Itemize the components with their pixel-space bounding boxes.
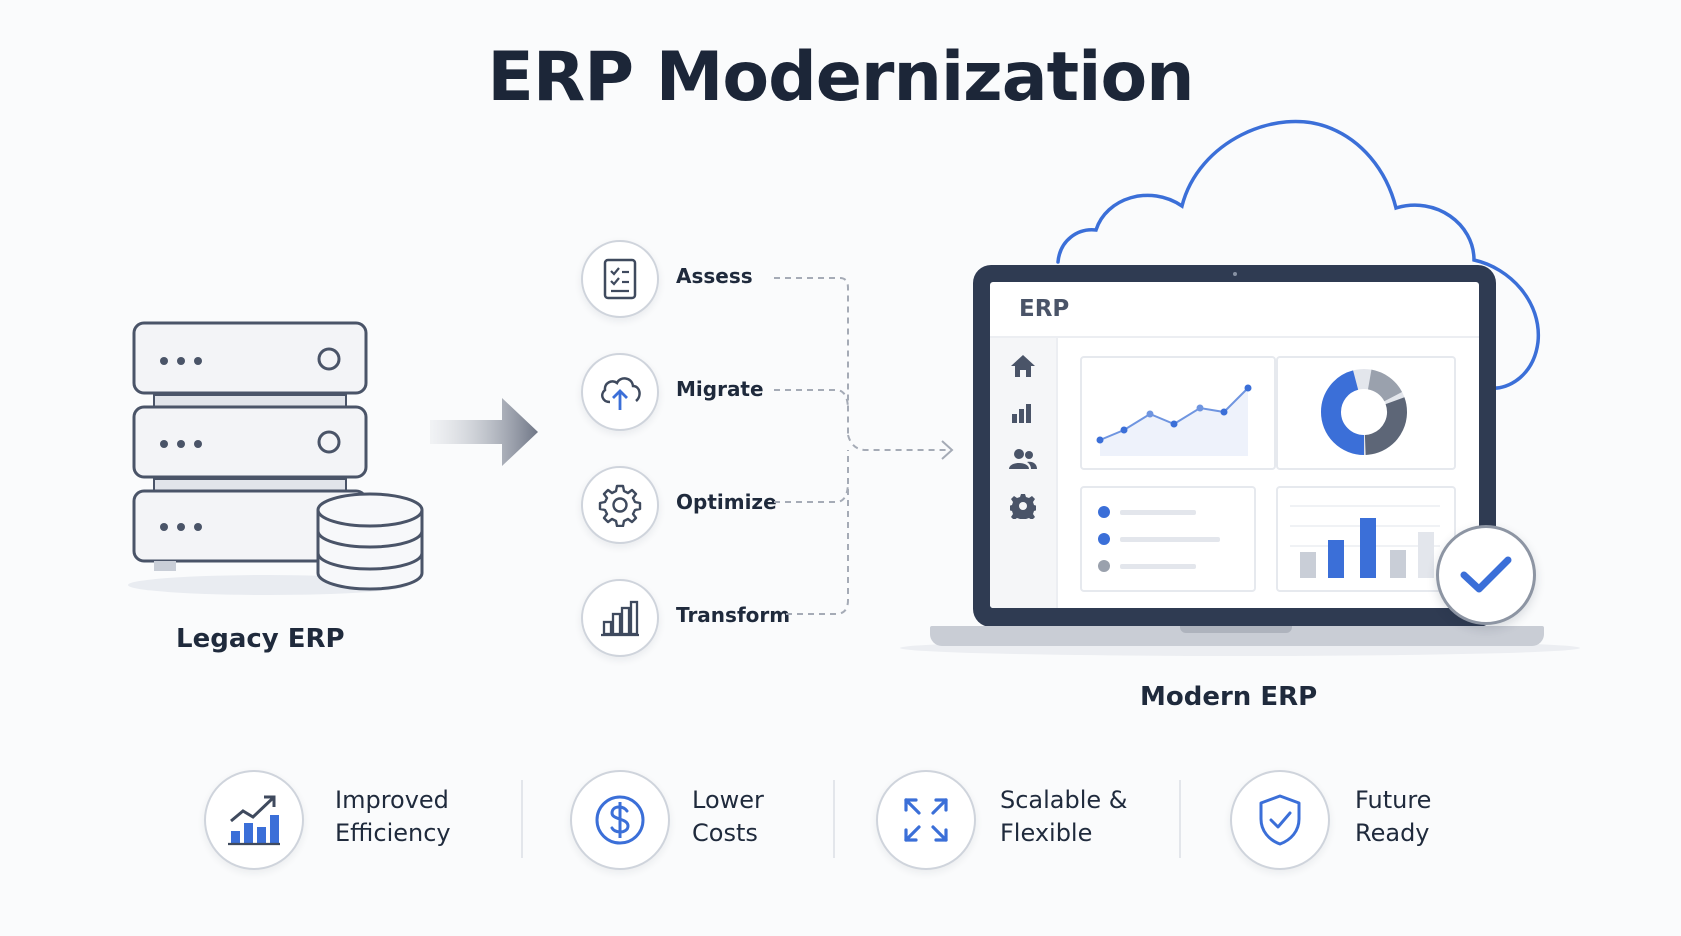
legacy-server-illustration [128,321,424,595]
cloud-icon [1056,119,1541,390]
benefit-scalable [876,770,976,870]
bar-chart-graphic [1290,505,1440,578]
benefit-efficiency-text: Improved Efficiency [335,784,451,850]
benefit-costs-line1: Lower [692,786,764,814]
benefit-divider [833,780,835,858]
checklist-icon [603,258,637,300]
benefit-scalable-text: Scalable & Flexible [1000,784,1128,850]
benefit-scalable-line1: Scalable & [1000,786,1128,814]
check-badge [1436,525,1536,625]
page-title: ERP Modernization [487,38,1194,117]
growth-chart-icon [228,795,280,846]
checkmark-icon [1460,556,1512,593]
benefit-future-ready [1230,770,1330,870]
bar-chart-icon [601,600,639,637]
step-migrate-label: Migrate [676,377,764,401]
benefit-costs-line2: Costs [692,819,758,847]
step-assess-label: Assess [676,264,753,288]
donut-chart-graphic [1321,369,1407,455]
benefit-costs [570,770,670,870]
benefit-costs-text: Lower Costs [692,784,764,850]
benefit-efficiency-line2: Efficiency [335,819,451,847]
legacy-erp-label: Legacy ERP [176,624,345,654]
laptop-base [930,626,1544,646]
step-connectors [774,277,954,615]
laptop-notch [1180,626,1292,633]
benefit-divider [1179,780,1181,858]
gear-icon[interactable] [1010,493,1036,519]
benefit-divider [521,780,523,858]
bar-chart-icon[interactable] [1011,401,1035,423]
cloud-upload-icon [601,377,641,410]
step-assess [581,240,659,318]
modern-erp-label: Modern ERP [1140,682,1318,712]
step-transform-label: Transform [676,603,791,627]
benefit-scalable-line2: Flexible [1000,819,1093,847]
dashboard-app-name: ERP [1019,296,1070,322]
dashboard-header [990,282,1479,338]
home-icon[interactable] [1010,354,1036,378]
dollar-icon [595,795,645,845]
expand-arrows-icon [904,798,948,842]
benefit-efficiency-line1: Improved [335,786,449,814]
step-migrate [581,353,659,431]
benefit-future-ready-text: Future Ready [1355,784,1431,850]
laptop-camera [1233,272,1237,276]
step-transform [581,579,659,657]
shield-check-icon [1259,794,1301,846]
list-graphic [1098,506,1220,572]
dashboard-sidebar [990,338,1058,608]
step-optimize [581,466,659,544]
benefit-future-ready-line2: Ready [1355,819,1430,847]
step-optimize-label: Optimize [676,490,777,514]
migration-arrow-icon [430,398,538,466]
gear-icon [598,484,642,527]
benefit-efficiency [204,770,304,870]
line-chart-graphic [1096,384,1252,456]
users-icon[interactable] [1009,448,1037,470]
erp-dashboard-screen: ERP [990,282,1479,608]
benefit-future-ready-line1: Future [1355,786,1432,814]
